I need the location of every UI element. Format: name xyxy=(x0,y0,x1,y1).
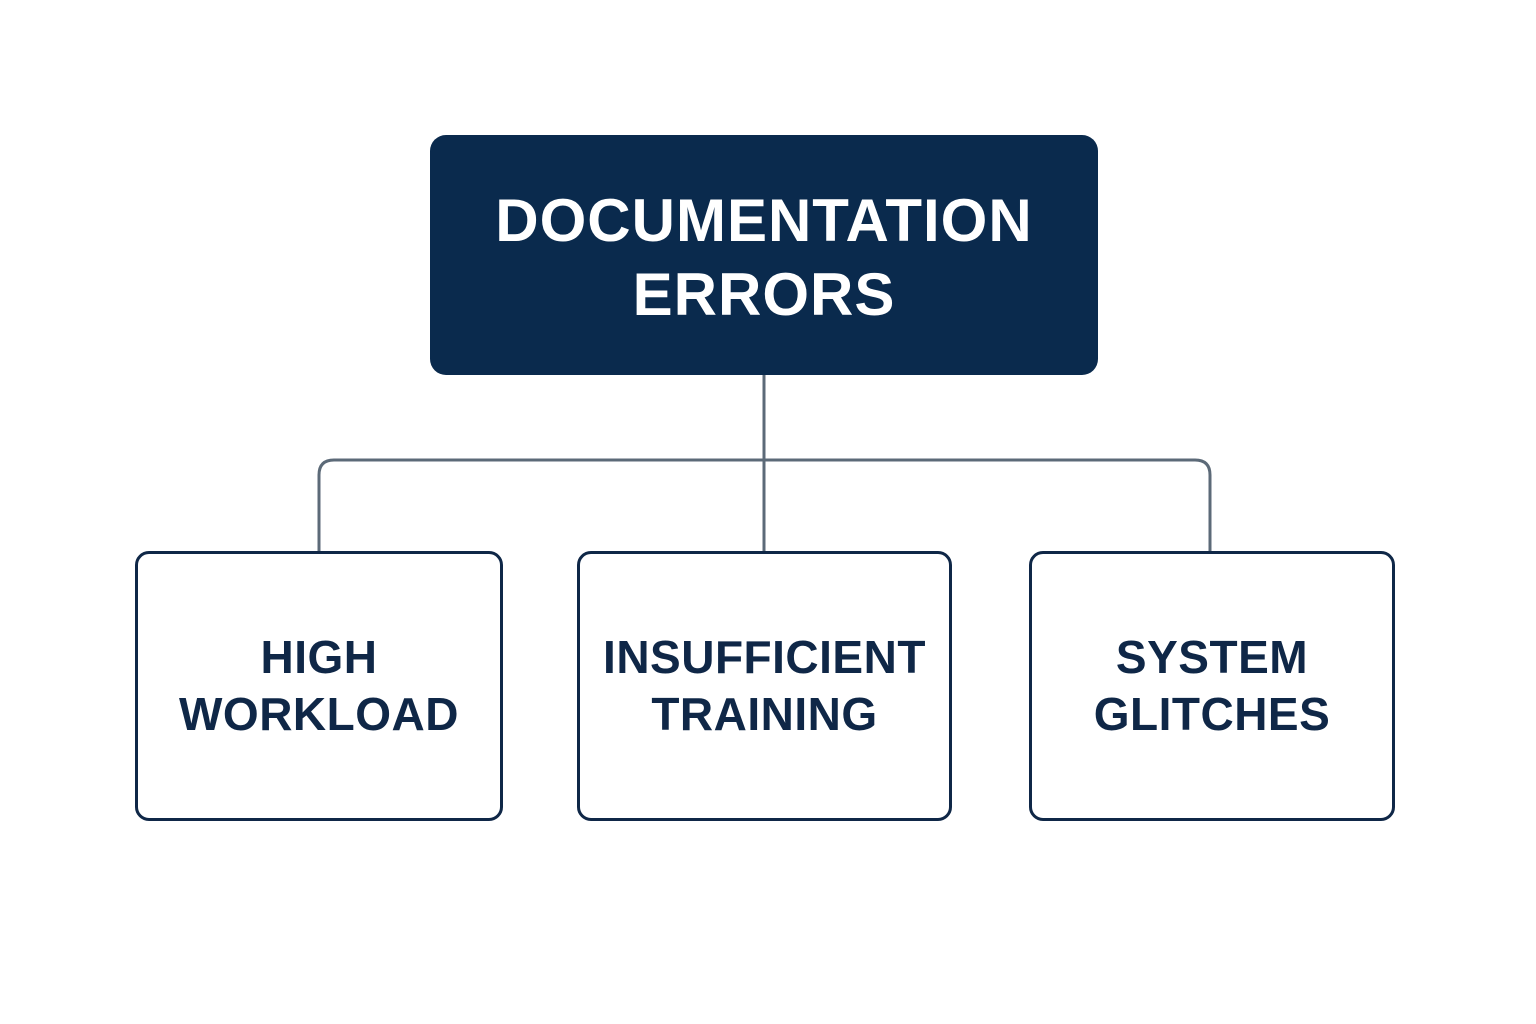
child-node-label: HIGH WORKLOAD xyxy=(179,631,459,740)
child-node-label: SYSTEM GLITCHES xyxy=(1093,631,1331,740)
root-node-documentation-errors: DOCUMENTATION ERRORS xyxy=(430,135,1098,375)
child-node-high-workload: HIGH WORKLOAD xyxy=(135,551,503,821)
child-node-insufficient-training: INSUFFICIENT TRAINING xyxy=(577,551,952,821)
child-node-system-glitches: SYSTEM GLITCHES xyxy=(1029,551,1395,821)
root-node-label: DOCUMENTATION ERRORS xyxy=(495,187,1033,328)
connector-branch-left xyxy=(317,458,764,551)
connector-branch-right xyxy=(764,458,1212,551)
child-node-label: INSUFFICIENT TRAINING xyxy=(603,631,926,740)
